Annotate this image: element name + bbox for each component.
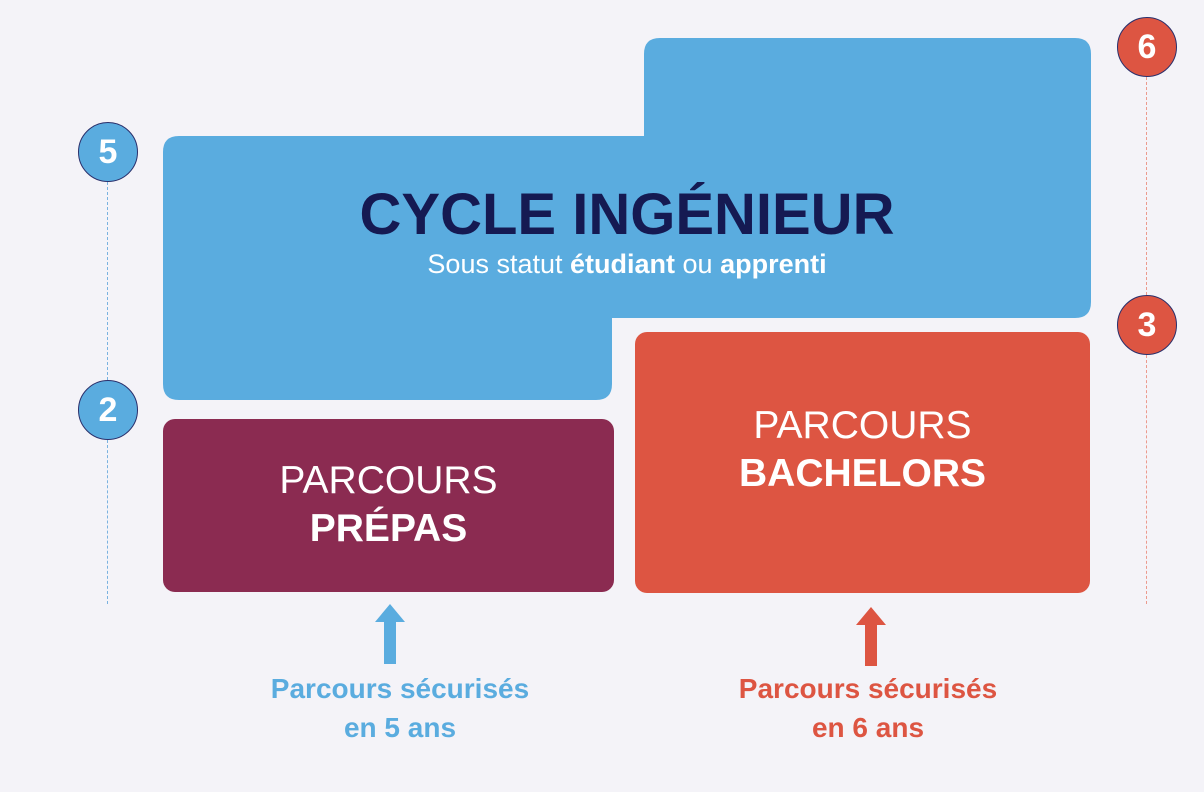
caption-5-ans: Parcours sécurisés en 5 ans bbox=[220, 669, 580, 747]
bachelors-line2: BACHELORS bbox=[738, 452, 986, 495]
subtitle-ou: ou bbox=[675, 249, 721, 279]
caption-right-line1: Parcours sécurisés bbox=[738, 673, 998, 704]
subtitle-prefix: Sous statut bbox=[427, 249, 571, 279]
year-badge-2: 2 bbox=[78, 380, 138, 440]
prepas-line1: PARCOURS bbox=[279, 459, 498, 502]
parcours-bachelors-box: PARCOURS BACHELORS bbox=[635, 332, 1090, 593]
prepas-line2: PRÉPAS bbox=[309, 507, 468, 550]
year-badge-3: 3 bbox=[1117, 295, 1177, 355]
parcours-prepas-box: PARCOURS PRÉPAS bbox=[163, 419, 614, 592]
left-timeline-line-lower bbox=[107, 440, 108, 604]
arrow-up-icon-blue bbox=[375, 604, 405, 664]
caption-left-line2: en 5 ans bbox=[343, 712, 457, 743]
cycle-ingenieur-subtitle: Sous statut étudiant ou apprenti bbox=[163, 246, 1091, 282]
right-timeline-line-lower bbox=[1146, 355, 1147, 604]
arrow-up-icon-red bbox=[856, 607, 886, 666]
bachelors-line1: PARCOURS bbox=[753, 404, 972, 447]
caption-left-line1: Parcours sécurisés bbox=[270, 673, 530, 704]
subtitle-etudiant: étudiant bbox=[570, 249, 676, 279]
left-timeline-line bbox=[107, 182, 108, 380]
year-badge-5: 5 bbox=[78, 122, 138, 182]
right-timeline-line bbox=[1146, 77, 1147, 295]
cycle-ingenieur-title: CYCLE INGÉNIEUR bbox=[359, 182, 895, 247]
subtitle-apprenti: apprenti bbox=[720, 249, 827, 279]
year-badge-6: 6 bbox=[1117, 17, 1177, 77]
caption-right-line2: en 6 ans bbox=[811, 712, 925, 743]
caption-6-ans: Parcours sécurisés en 6 ans bbox=[688, 669, 1048, 747]
